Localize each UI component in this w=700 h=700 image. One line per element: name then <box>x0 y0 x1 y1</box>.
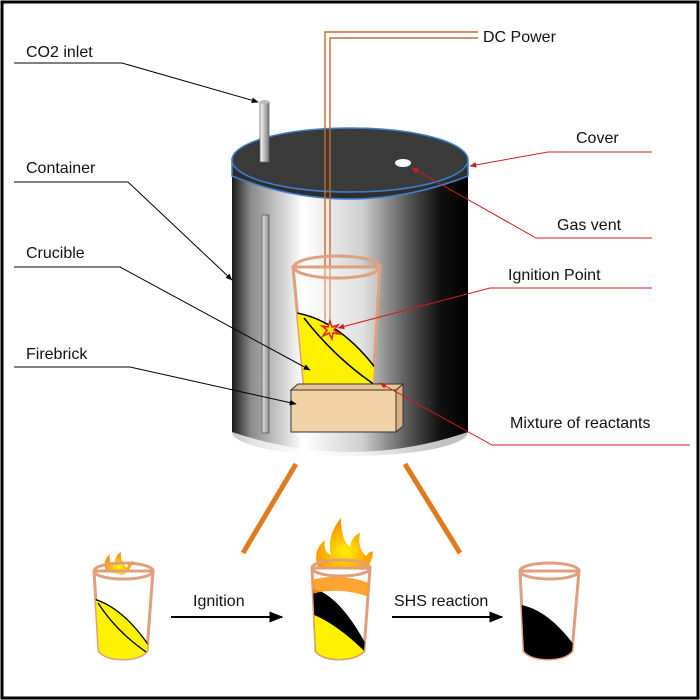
firebrick <box>289 382 405 434</box>
gas-vent-hole <box>395 159 411 167</box>
pointer-cover <box>469 151 652 168</box>
pointer-co2-inlet <box>14 62 259 103</box>
label-crucible: Crucible <box>26 245 85 262</box>
co2-inlet-pipe <box>259 101 270 163</box>
label-dc-power: DC Power <box>483 29 557 46</box>
gas-inlet-tube <box>261 214 270 434</box>
label-cover: Cover <box>576 130 619 147</box>
label-ignition-point: Ignition Point <box>508 267 601 284</box>
pointer-firebrick <box>14 366 297 406</box>
label-co2-inlet: CO2 inlet <box>26 44 93 61</box>
label-step-shs: SHS reaction <box>394 593 488 610</box>
pointer-container <box>14 181 233 281</box>
label-firebrick: Firebrick <box>26 346 88 363</box>
funnel-line-left <box>240 462 299 555</box>
cover <box>231 127 469 200</box>
dc-power-wires <box>324 31 478 330</box>
crucible <box>291 254 382 398</box>
label-gas-vent: Gas vent <box>557 217 622 234</box>
pointer-ignition-point <box>337 287 652 330</box>
large-flame <box>316 518 373 570</box>
pointer-crucible <box>14 266 311 371</box>
pointer-mixture <box>379 382 690 446</box>
funnel-line-right <box>402 462 463 555</box>
step-burning <box>310 518 373 661</box>
label-mixture: Mixture of reactants <box>510 415 651 432</box>
reactant-mixture <box>293 311 380 396</box>
step-before-ignition <box>92 552 155 661</box>
label-container: Container <box>26 160 96 177</box>
step-product <box>518 561 581 661</box>
pointer-gas-vent <box>411 167 652 239</box>
label-step-ignition: Ignition <box>193 593 245 610</box>
